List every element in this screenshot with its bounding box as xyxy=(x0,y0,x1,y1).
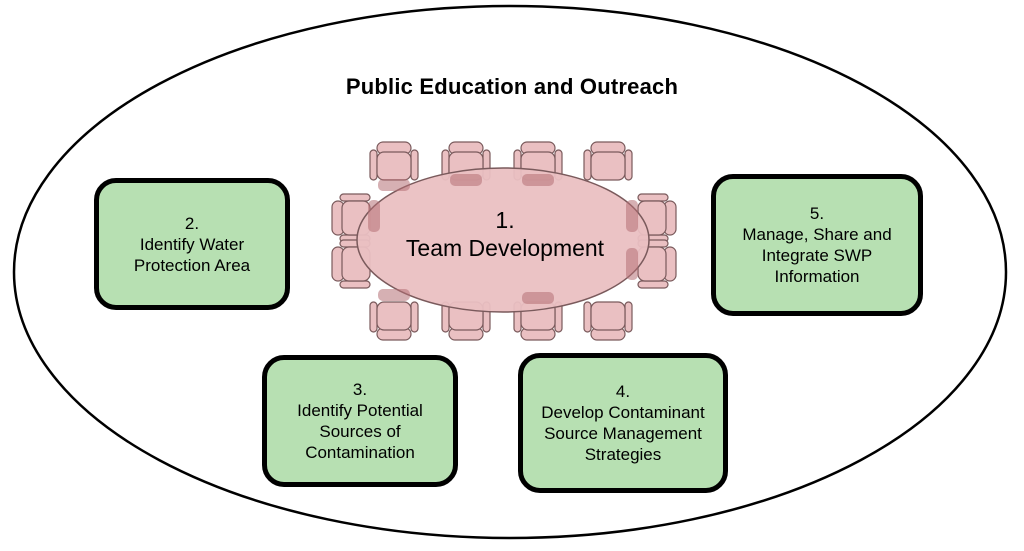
chair-seat-overlap xyxy=(522,292,554,304)
step-5-number: 5. xyxy=(809,204,825,223)
step-5-box: 5. Manage, Share and Integrate SWP Infor… xyxy=(711,174,923,316)
step-4-line-3: Strategies xyxy=(584,445,662,464)
step-3-box: 3. Identify Potential Sources of Contami… xyxy=(262,355,458,487)
chair-icon xyxy=(583,141,633,181)
step-4-box: 4. Develop Contaminant Source Management… xyxy=(518,353,728,493)
conference-table-icon xyxy=(331,141,677,341)
chair-seat-overlap xyxy=(626,248,638,280)
step-5-line-1: Manage, Share and xyxy=(742,225,892,244)
chair-seat-overlap xyxy=(378,289,410,301)
step-3-number: 3. xyxy=(352,380,368,399)
chair-icon xyxy=(369,301,419,341)
chair-seat-overlap xyxy=(368,200,380,232)
team-development-label: 1. Team Development xyxy=(360,206,650,262)
step-3-line-1: Identify Potential xyxy=(297,401,423,420)
conference-table xyxy=(356,167,650,313)
step-3-line-3: Contamination xyxy=(305,443,415,462)
step-2-number: 2. xyxy=(184,213,200,233)
chair-icon xyxy=(331,239,371,289)
step-4-line-2: Source Management xyxy=(544,424,702,443)
chair-seat-overlap xyxy=(378,179,410,191)
chair-seat-overlap xyxy=(522,174,554,186)
step-4-number: 4. xyxy=(615,382,631,401)
team-development-text: Team Development xyxy=(405,235,605,261)
step-5-line-3: Information xyxy=(774,267,860,286)
team-development-number: 1. xyxy=(495,207,515,233)
step-4-line-1: Develop Contaminant xyxy=(541,403,705,422)
step-3-line-2: Sources of xyxy=(319,422,401,441)
chair-icon xyxy=(369,141,419,181)
step-5-line-2: Integrate SWP xyxy=(761,246,873,265)
chair-seat-overlap xyxy=(450,174,482,186)
step-2-line-1: Identify Water xyxy=(139,234,245,254)
step-2-line-2: Protection Area xyxy=(133,255,251,275)
chair-seat-overlap xyxy=(626,200,638,232)
chair-icon xyxy=(583,301,633,341)
step-2-box: 2. Identify Water Protection Area xyxy=(94,178,290,310)
outreach-title: Public Education and Outreach xyxy=(345,74,679,99)
